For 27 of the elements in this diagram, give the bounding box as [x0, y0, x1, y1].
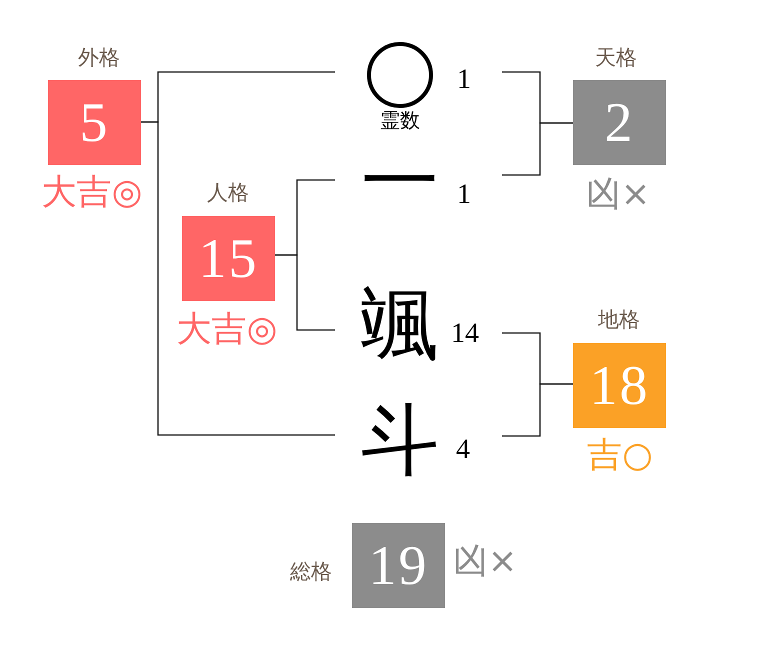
verdict-label: 吉○	[587, 438, 653, 474]
heading-label: 総格	[290, 562, 332, 582]
heading-label: 地格	[598, 310, 640, 330]
heading-label: 外格	[78, 48, 120, 68]
connector-line	[141, 121, 335, 436]
stroke-count: 14	[451, 320, 479, 348]
connector-line	[502, 122, 573, 176]
score-box: 5	[48, 80, 141, 165]
score-box: 19	[352, 523, 445, 608]
heading-label: 人格	[207, 182, 249, 204]
stroke-count: 1	[457, 66, 471, 94]
name-character: 斗	[361, 402, 439, 480]
verdict-label: 凶×	[586, 178, 650, 212]
heading-label: 天格	[595, 48, 637, 68]
caption-label: 霊数	[380, 110, 420, 130]
stroke-count: 4	[456, 436, 470, 464]
score-box: 2	[573, 80, 666, 165]
verdict-label: 凶×	[452, 544, 518, 580]
connector-line	[275, 254, 335, 331]
score-box: 15	[182, 216, 275, 301]
name-character: 一	[361, 143, 439, 221]
verdict-label: 大吉◎	[176, 312, 278, 348]
verdict-label: 大吉◎	[42, 176, 142, 210]
stroke-count: 1	[457, 181, 471, 209]
score-box: 18	[573, 343, 666, 428]
connector-line	[502, 383, 573, 437]
name-character: 颯	[361, 286, 439, 364]
